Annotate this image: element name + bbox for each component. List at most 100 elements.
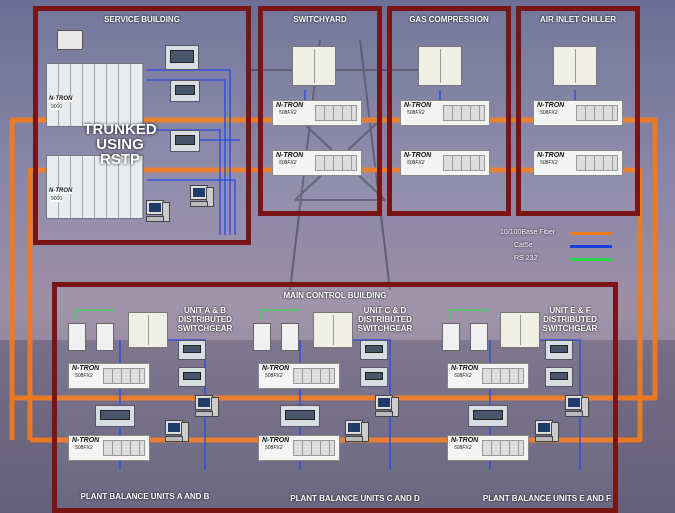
ntron-switch: N-TRON 508FX2	[400, 150, 490, 176]
unit-cd-title: UNIT C & D DISTRIBUTED SWITCHGEAR	[357, 306, 413, 333]
workstation-icon	[195, 395, 219, 417]
switch-model: 508FX2	[75, 445, 93, 451]
switch-brand: N-TRON	[72, 437, 100, 444]
switchgear-cabinet-icon	[128, 312, 168, 348]
workstation-icon	[165, 420, 189, 442]
core-switch-upper: N-TRON 9000	[46, 63, 144, 127]
printer-icon	[57, 30, 83, 50]
core-switch-model: 9000	[51, 196, 63, 202]
switchgear-cabinet-icon	[500, 312, 540, 348]
unit-ef-title: UNIT E & F DISTRIBUTED SWITCHGEAR	[542, 306, 598, 333]
ntron-switch: N-TRON 508FX2	[447, 363, 529, 389]
switch-model: 508FX2	[279, 110, 297, 116]
switch-model: 508FX2	[454, 373, 472, 379]
switch-model: 508FX2	[75, 373, 93, 379]
switch-ports	[293, 368, 335, 384]
switch-brand: N-TRON	[451, 365, 479, 372]
workstation-icon	[375, 395, 399, 417]
legend-label-fiber: 10/100Base Fiber	[500, 229, 556, 236]
switch-ports	[103, 368, 145, 384]
switch-model: 508FX2	[265, 445, 283, 451]
ntron-switch: N-TRON 508FX2	[258, 435, 340, 461]
switch-brand: N-TRON	[262, 437, 290, 444]
switch-ports	[315, 105, 357, 121]
legend-swatch-cat5e	[570, 245, 612, 248]
hmi-panel-icon	[360, 340, 388, 360]
switch-ports	[482, 440, 524, 456]
switch-brand: N-TRON	[262, 365, 290, 372]
ntron-switch: N-TRON 508FX2	[272, 150, 362, 176]
serial-converter-icon	[96, 323, 114, 351]
switch-ports	[576, 105, 618, 121]
switch-ports	[293, 440, 335, 456]
workstation-icon	[565, 395, 589, 417]
ntron-switch: N-TRON 508FX2	[272, 100, 362, 126]
switch-brand: N-TRON	[451, 437, 479, 444]
plc-controller-icon	[165, 45, 199, 70]
switch-model: 508FX2	[407, 160, 425, 166]
hmi-panel-icon	[170, 80, 200, 102]
hmi-panel-icon	[360, 367, 388, 387]
plant-balance-ab-title: PLANT BALANCE UNITS A AND B	[80, 492, 210, 501]
ntron-switch: N-TRON 508FX2	[447, 435, 529, 461]
switchgear-cabinet-icon	[553, 46, 597, 86]
switch-ports	[443, 105, 485, 121]
ntron-switch: N-TRON 508FX2	[68, 363, 150, 389]
workstation-icon	[146, 200, 170, 222]
switch-model: 508FX2	[279, 160, 297, 166]
switch-brand: N-TRON	[537, 102, 565, 109]
gas-compression-title: GAS COMPRESSION	[409, 15, 489, 24]
switch-brand: N-TRON	[537, 152, 565, 159]
switch-model: 508FX2	[407, 110, 425, 116]
ntron-switch: N-TRON 508FX2	[68, 435, 150, 461]
switch-model: 508FX2	[454, 445, 472, 451]
switch-brand: N-TRON	[72, 365, 100, 372]
workstation-icon	[190, 185, 214, 207]
legend-label-rs232: RS 232	[514, 255, 538, 262]
switch-ports	[443, 155, 485, 171]
switch-ports	[103, 440, 145, 456]
switch-model: 508FX2	[540, 160, 558, 166]
serial-converter-icon	[281, 323, 299, 351]
core-switch-lower: N-TRON 9000	[46, 155, 144, 219]
plant-balance-cd-title: PLANT BALANCE UNITS C AND D	[290, 494, 420, 503]
switch-ports	[576, 155, 618, 171]
switch-ports	[315, 155, 357, 171]
serial-converter-icon	[253, 323, 271, 351]
switch-brand: N-TRON	[404, 152, 432, 159]
plc-controller-icon	[468, 405, 508, 427]
hmi-panel-icon	[170, 130, 200, 152]
switchgear-cabinet-icon	[313, 312, 353, 348]
trunk-label: TRUNKED USING RSTP	[83, 121, 157, 168]
ntron-switch: N-TRON 508FX2	[400, 100, 490, 126]
core-switch-model: 9000	[51, 104, 63, 110]
workstation-icon	[345, 420, 369, 442]
plc-controller-icon	[280, 405, 320, 427]
serial-converter-icon	[442, 323, 460, 351]
switch-brand: N-TRON	[404, 102, 432, 109]
air-inlet-chiller-title: AIR INLET CHILLER	[540, 15, 616, 24]
hmi-panel-icon	[178, 340, 206, 360]
legend-swatch-rs232	[570, 258, 612, 261]
workstation-icon	[535, 420, 559, 442]
service-building-title: SERVICE BUILDING	[104, 15, 180, 24]
core-switch-brand: N-TRON	[49, 96, 73, 102]
hmi-panel-icon	[545, 340, 573, 360]
ntron-switch: N-TRON 508FX2	[533, 100, 623, 126]
switch-model: 508FX2	[540, 110, 558, 116]
ntron-switch: N-TRON 508FX2	[533, 150, 623, 176]
switch-brand: N-TRON	[276, 102, 304, 109]
main-control-building-title: MAIN CONTROL BUILDING	[283, 291, 387, 300]
serial-converter-icon	[470, 323, 488, 351]
hmi-panel-icon	[178, 367, 206, 387]
plc-controller-icon	[95, 405, 135, 427]
plant-balance-ef-title: PLANT BALANCE UNITS E AND F	[482, 494, 612, 503]
switchyard-title: SWITCHYARD	[293, 15, 347, 24]
serial-converter-icon	[68, 323, 86, 351]
hmi-panel-icon	[545, 367, 573, 387]
core-switch-brand: N-TRON	[49, 188, 73, 194]
switch-brand: N-TRON	[276, 152, 304, 159]
legend-label-cat5e: Cat5e	[514, 242, 533, 249]
switch-ports	[482, 368, 524, 384]
legend-swatch-fiber	[570, 232, 612, 235]
